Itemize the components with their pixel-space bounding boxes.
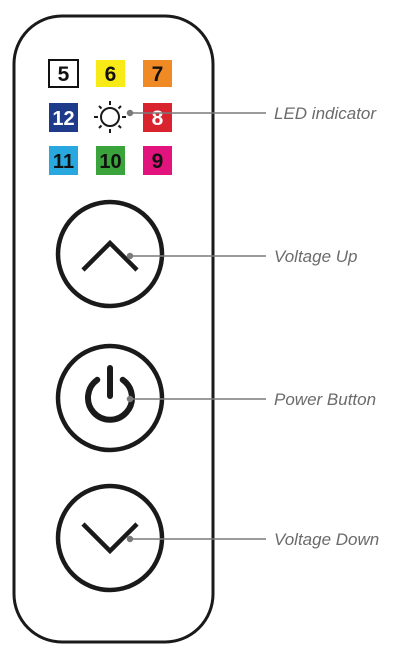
svg-text:12: 12 xyxy=(52,108,74,130)
svg-text:11: 11 xyxy=(53,151,74,173)
callout-lines xyxy=(126,109,266,543)
label-power-button: Power Button xyxy=(274,390,376,409)
svg-text:9: 9 xyxy=(152,150,164,173)
led-box-10: 10 xyxy=(96,146,125,175)
sun-icon xyxy=(94,101,126,133)
callout-power xyxy=(126,395,266,403)
led-box-11: 11 xyxy=(49,146,78,175)
led-box-9: 9 xyxy=(143,146,172,175)
led-box-6: 6 xyxy=(96,60,125,87)
svg-text:6: 6 xyxy=(105,63,117,86)
svg-text:7: 7 xyxy=(152,63,164,86)
chevron-down-icon xyxy=(81,522,139,555)
callout-voltage-up xyxy=(126,252,266,260)
power-button[interactable] xyxy=(55,343,165,453)
led-indicator-grid: 5 6 7 12 8 11 10 9 xyxy=(48,59,172,175)
label-voltage-down: Voltage Down xyxy=(274,530,379,549)
power-icon xyxy=(85,365,135,423)
chevron-up-icon xyxy=(81,239,139,272)
svg-text:5: 5 xyxy=(58,63,70,86)
label-voltage-up: Voltage Up xyxy=(274,247,357,266)
voltage-down-button[interactable] xyxy=(55,483,165,593)
led-box-5: 5 xyxy=(48,59,79,88)
label-led-indicator: LED indicator xyxy=(274,104,377,123)
callout-voltage-down xyxy=(126,535,266,543)
callout-led xyxy=(126,109,266,117)
led-box-12: 12 xyxy=(49,103,78,132)
led-box-7: 7 xyxy=(143,60,172,87)
led-box-8: 8 xyxy=(143,103,172,132)
svg-text:10: 10 xyxy=(99,151,121,173)
voltage-up-button[interactable] xyxy=(55,199,165,309)
svg-text:8: 8 xyxy=(152,107,164,130)
